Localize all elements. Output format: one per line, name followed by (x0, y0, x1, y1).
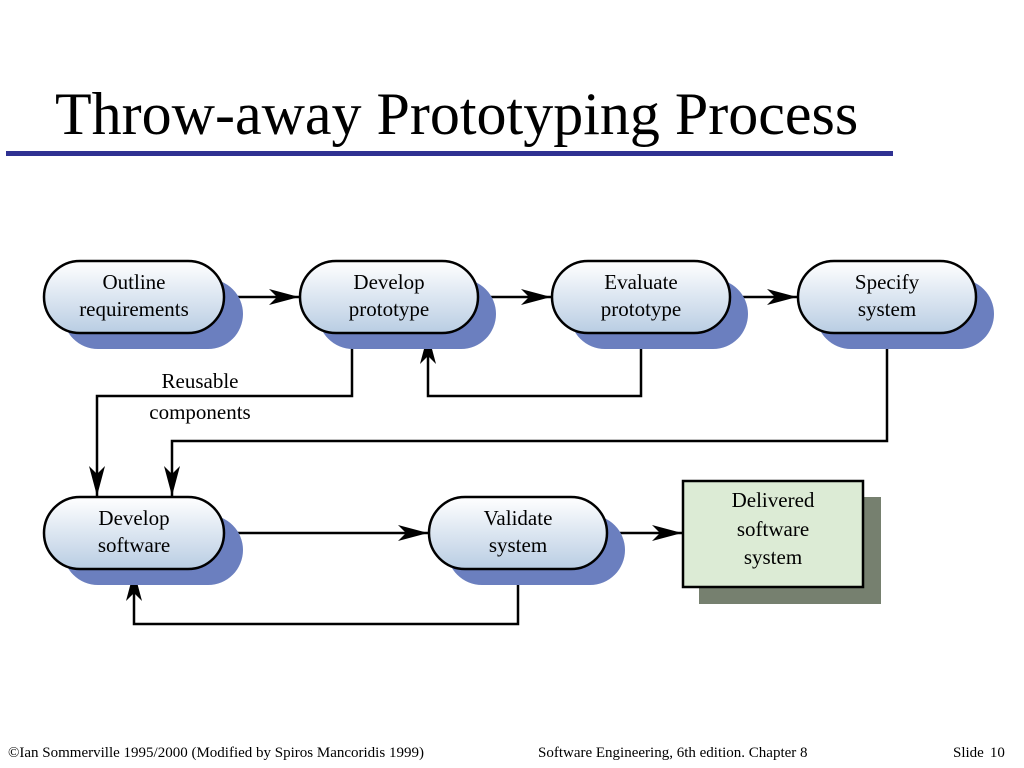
node-label: Validate (484, 506, 553, 530)
footer-copyright: ©Ian Sommerville 1995/2000 (Modified by … (8, 745, 424, 761)
node-label: Develop (353, 270, 424, 294)
slide-number: 10 (989, 745, 1005, 761)
slide-title: Throw-away Prototyping Process (55, 81, 859, 147)
node-label: Delivered (732, 488, 815, 512)
node-label: Specify (855, 270, 920, 294)
arrow-specify-to-develop-software (164, 333, 889, 496)
node-label: system (858, 297, 916, 321)
edge-label-line: components (149, 400, 250, 424)
node-validate-system: Validate system (427, 495, 625, 585)
title-underline (6, 151, 893, 156)
edge-label-line: Reusable (162, 369, 239, 393)
node-label: software (737, 517, 809, 541)
node-delivered-software-system: Delivered software system (681, 479, 881, 604)
node-develop-prototype: Develop prototype (298, 259, 496, 349)
footer-book-title: Software Engineering, 6th edition. Chapt… (538, 745, 808, 761)
arrow-reusable-components (89, 333, 354, 496)
node-label: prototype (349, 297, 429, 321)
node-label: Outline (103, 270, 166, 294)
edge-label-reusable-components: Reusable components (149, 369, 250, 424)
node-evaluate-prototype: Evaluate prototype (550, 259, 748, 349)
arrow-evaluate-feedback-to-develop-prototype (420, 333, 643, 398)
node-label: system (744, 545, 802, 569)
node-label: requirements (79, 297, 189, 321)
node-label: Evaluate (604, 270, 677, 294)
node-label: prototype (601, 297, 681, 321)
node-label: system (489, 533, 547, 557)
node-specify-system: Specify system (796, 259, 994, 349)
node-label: software (98, 533, 170, 557)
slide-label: Slide (953, 745, 984, 761)
node-outline-requirements: Outline requirements (42, 259, 243, 349)
node-label: Develop (98, 506, 169, 530)
connectors (89, 289, 889, 626)
node-develop-software: Develop software (42, 495, 243, 585)
arrow-validate-feedback-to-develop-software (126, 569, 520, 626)
footer-slide-number: Slide 10 (953, 744, 1005, 762)
